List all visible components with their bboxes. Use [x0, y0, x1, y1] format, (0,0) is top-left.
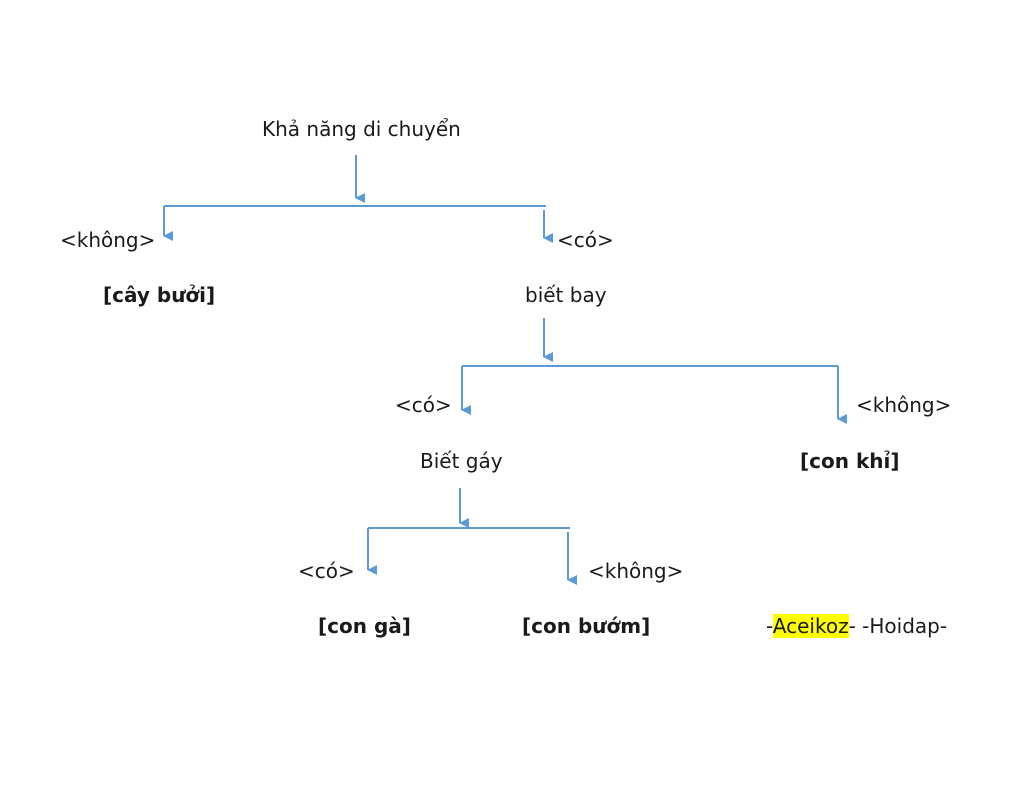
leaf-con-buom: [con bướm] [522, 614, 651, 638]
branch-yes-label-3: <có> [298, 559, 355, 583]
node-biet-gay: Biết gáy [420, 449, 503, 473]
branch-yes-label-1: <có> [557, 228, 614, 252]
credit-prefix: - [766, 614, 773, 638]
branch-yes-label-2: <có> [395, 393, 452, 417]
leaf-con-khi: [con khỉ] [800, 449, 900, 473]
branch-no-label-2: <không> [856, 393, 952, 417]
credit-highlighted-name: Aceikoz [772, 614, 849, 638]
node-biet-bay: biết bay [525, 283, 607, 307]
credit-line: -Aceikoz- -Hoidap- [766, 614, 947, 638]
leaf-cay-buoi: [cây bưởi] [103, 283, 216, 307]
leaf-con-ga: [con gà] [318, 614, 411, 638]
credit-suffix: - -Hoidap- [848, 614, 948, 638]
branch-no-label-1: <không> [60, 228, 156, 252]
branch-no-label-3: <không> [588, 559, 684, 583]
root-node-label: Khả năng di chuyển [262, 117, 461, 141]
